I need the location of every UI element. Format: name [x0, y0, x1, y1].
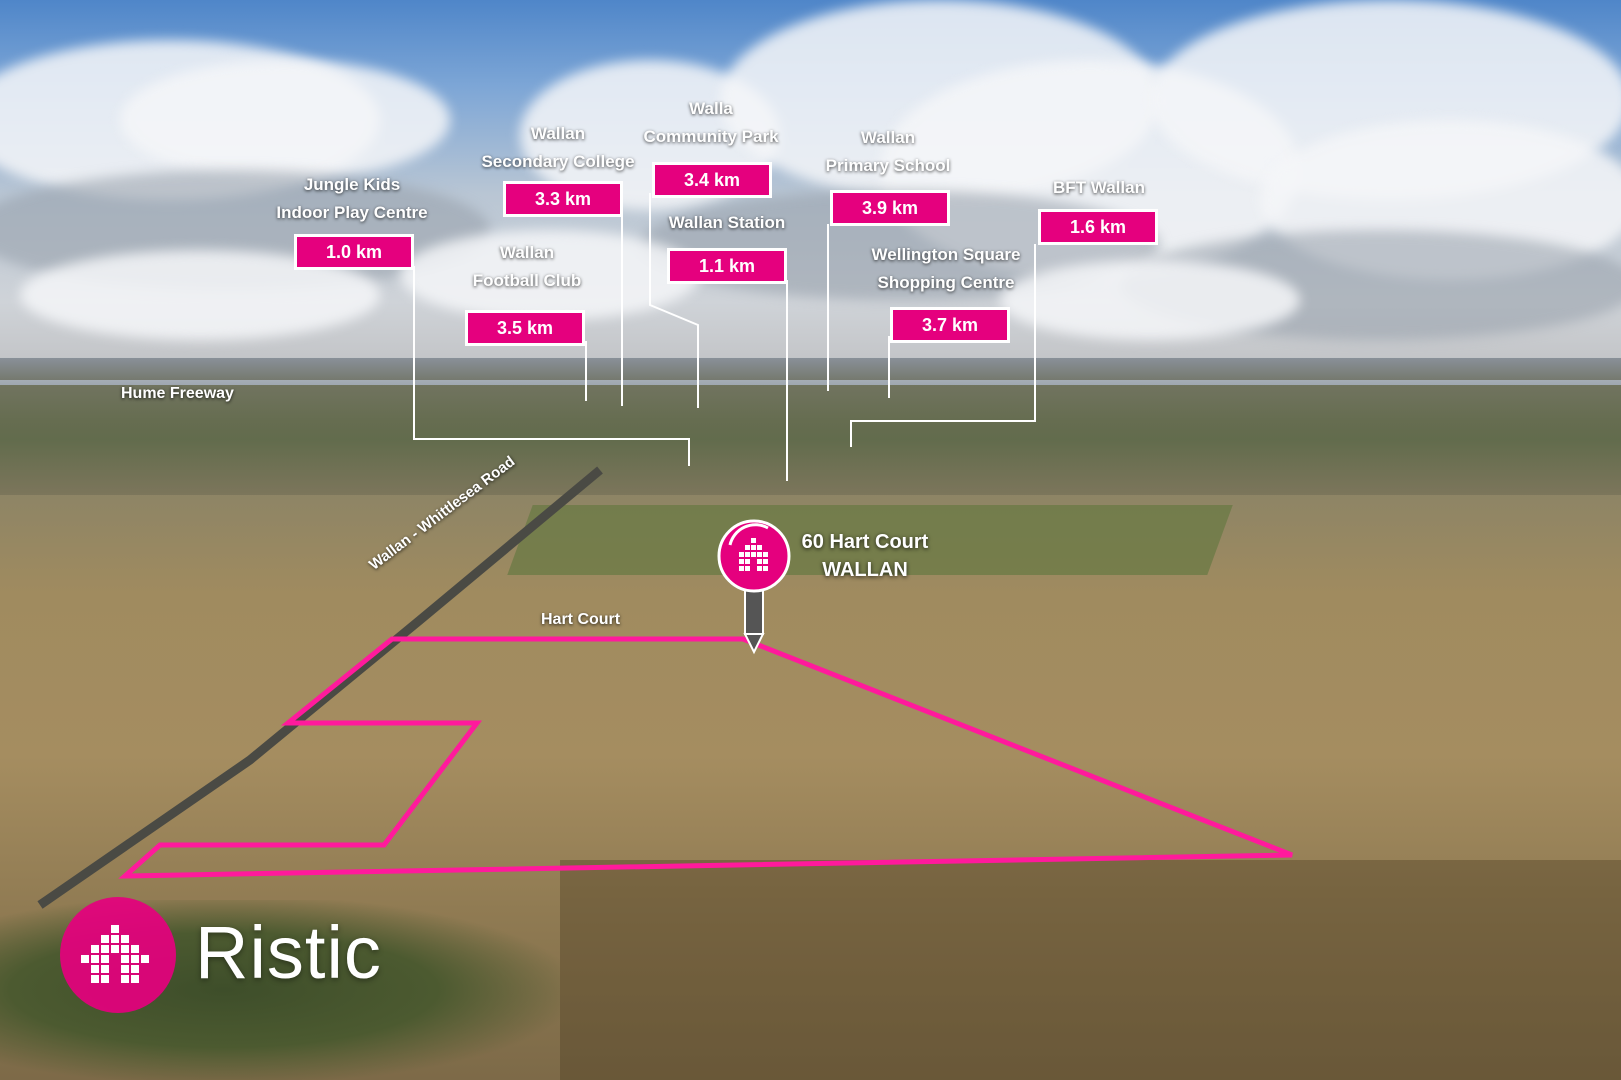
landmark-name-line2: Secondary College: [481, 152, 635, 171]
landmark-name-line1: Wallan: [860, 128, 916, 147]
landmark-name-line1: Wallan: [499, 243, 555, 262]
distance-badge-community-park: 3.4 km: [652, 162, 772, 198]
shadow-area: [560, 860, 1621, 1080]
landmark-jungle-kids: Jungle Kids Indoor Play Centre: [252, 171, 452, 227]
landmark-name-line1: Jungle Kids: [303, 175, 401, 194]
distance-badge-jungle-kids: 1.0 km: [294, 234, 414, 270]
leader-line-jungle-kids: [413, 266, 690, 466]
landmark-name-line2: Indoor Play Centre: [276, 203, 428, 222]
landmark-name-line1: Wallan Station: [668, 213, 786, 232]
distance-badge-bft: 1.6 km: [1038, 209, 1158, 245]
distance-badge-football-club: 3.5 km: [465, 310, 585, 346]
landmark-name-line2: Shopping Centre: [877, 273, 1015, 292]
road-label-court: Hart Court: [541, 611, 621, 628]
distance-badge-shopping-centre: 3.7 km: [890, 307, 1010, 343]
road-label-freeway: Hume Freeway: [121, 385, 234, 402]
landmark-name-line1: Wellington Square: [871, 245, 1021, 264]
address-line1: 60 Hart Court: [801, 531, 929, 553]
landmark-name-line1: Walla: [689, 99, 733, 118]
landmark-name-line2: Community Park: [643, 127, 779, 146]
location-pin-icon: [717, 519, 791, 655]
distance-badge-secondary-college: 3.3 km: [503, 181, 623, 217]
landmark-name-line1: BFT Wallan: [1053, 178, 1145, 197]
landmark-station: Wallan Station: [627, 209, 827, 237]
main-road-line: [37, 466, 603, 909]
landmark-primary-school: Wallan Primary School: [788, 124, 988, 180]
landmark-name-line2: Primary School: [825, 156, 951, 175]
landmark-shopping-centre: Wellington Square Shopping Centre: [846, 241, 1046, 297]
property-address: 60 Hart Court WALLAN: [790, 528, 940, 584]
landmark-community-park: Walla Community Park: [611, 95, 811, 151]
distance-badge-station: 1.1 km: [667, 248, 787, 284]
leader-line-community-park: [649, 193, 699, 408]
landmark-name-line2: Football Club: [472, 271, 582, 290]
distance-badge-primary-school: 3.9 km: [830, 190, 950, 226]
landmark-name-line1: Wallan: [530, 124, 586, 143]
landmark-football-club: Wallan Football Club: [427, 239, 627, 295]
property-boundary: [118, 636, 1293, 879]
leader-line-bft: [850, 244, 1036, 447]
landmark-bft: BFT Wallan: [999, 174, 1199, 202]
address-line2: WALLAN: [822, 559, 908, 581]
ristic-logo-icon: [60, 897, 176, 1013]
brand-name: Ristic: [195, 911, 382, 994]
town: [0, 385, 1621, 495]
landmark-secondary-college: Wallan Secondary College: [458, 120, 658, 176]
distant-hills: [0, 358, 1621, 380]
